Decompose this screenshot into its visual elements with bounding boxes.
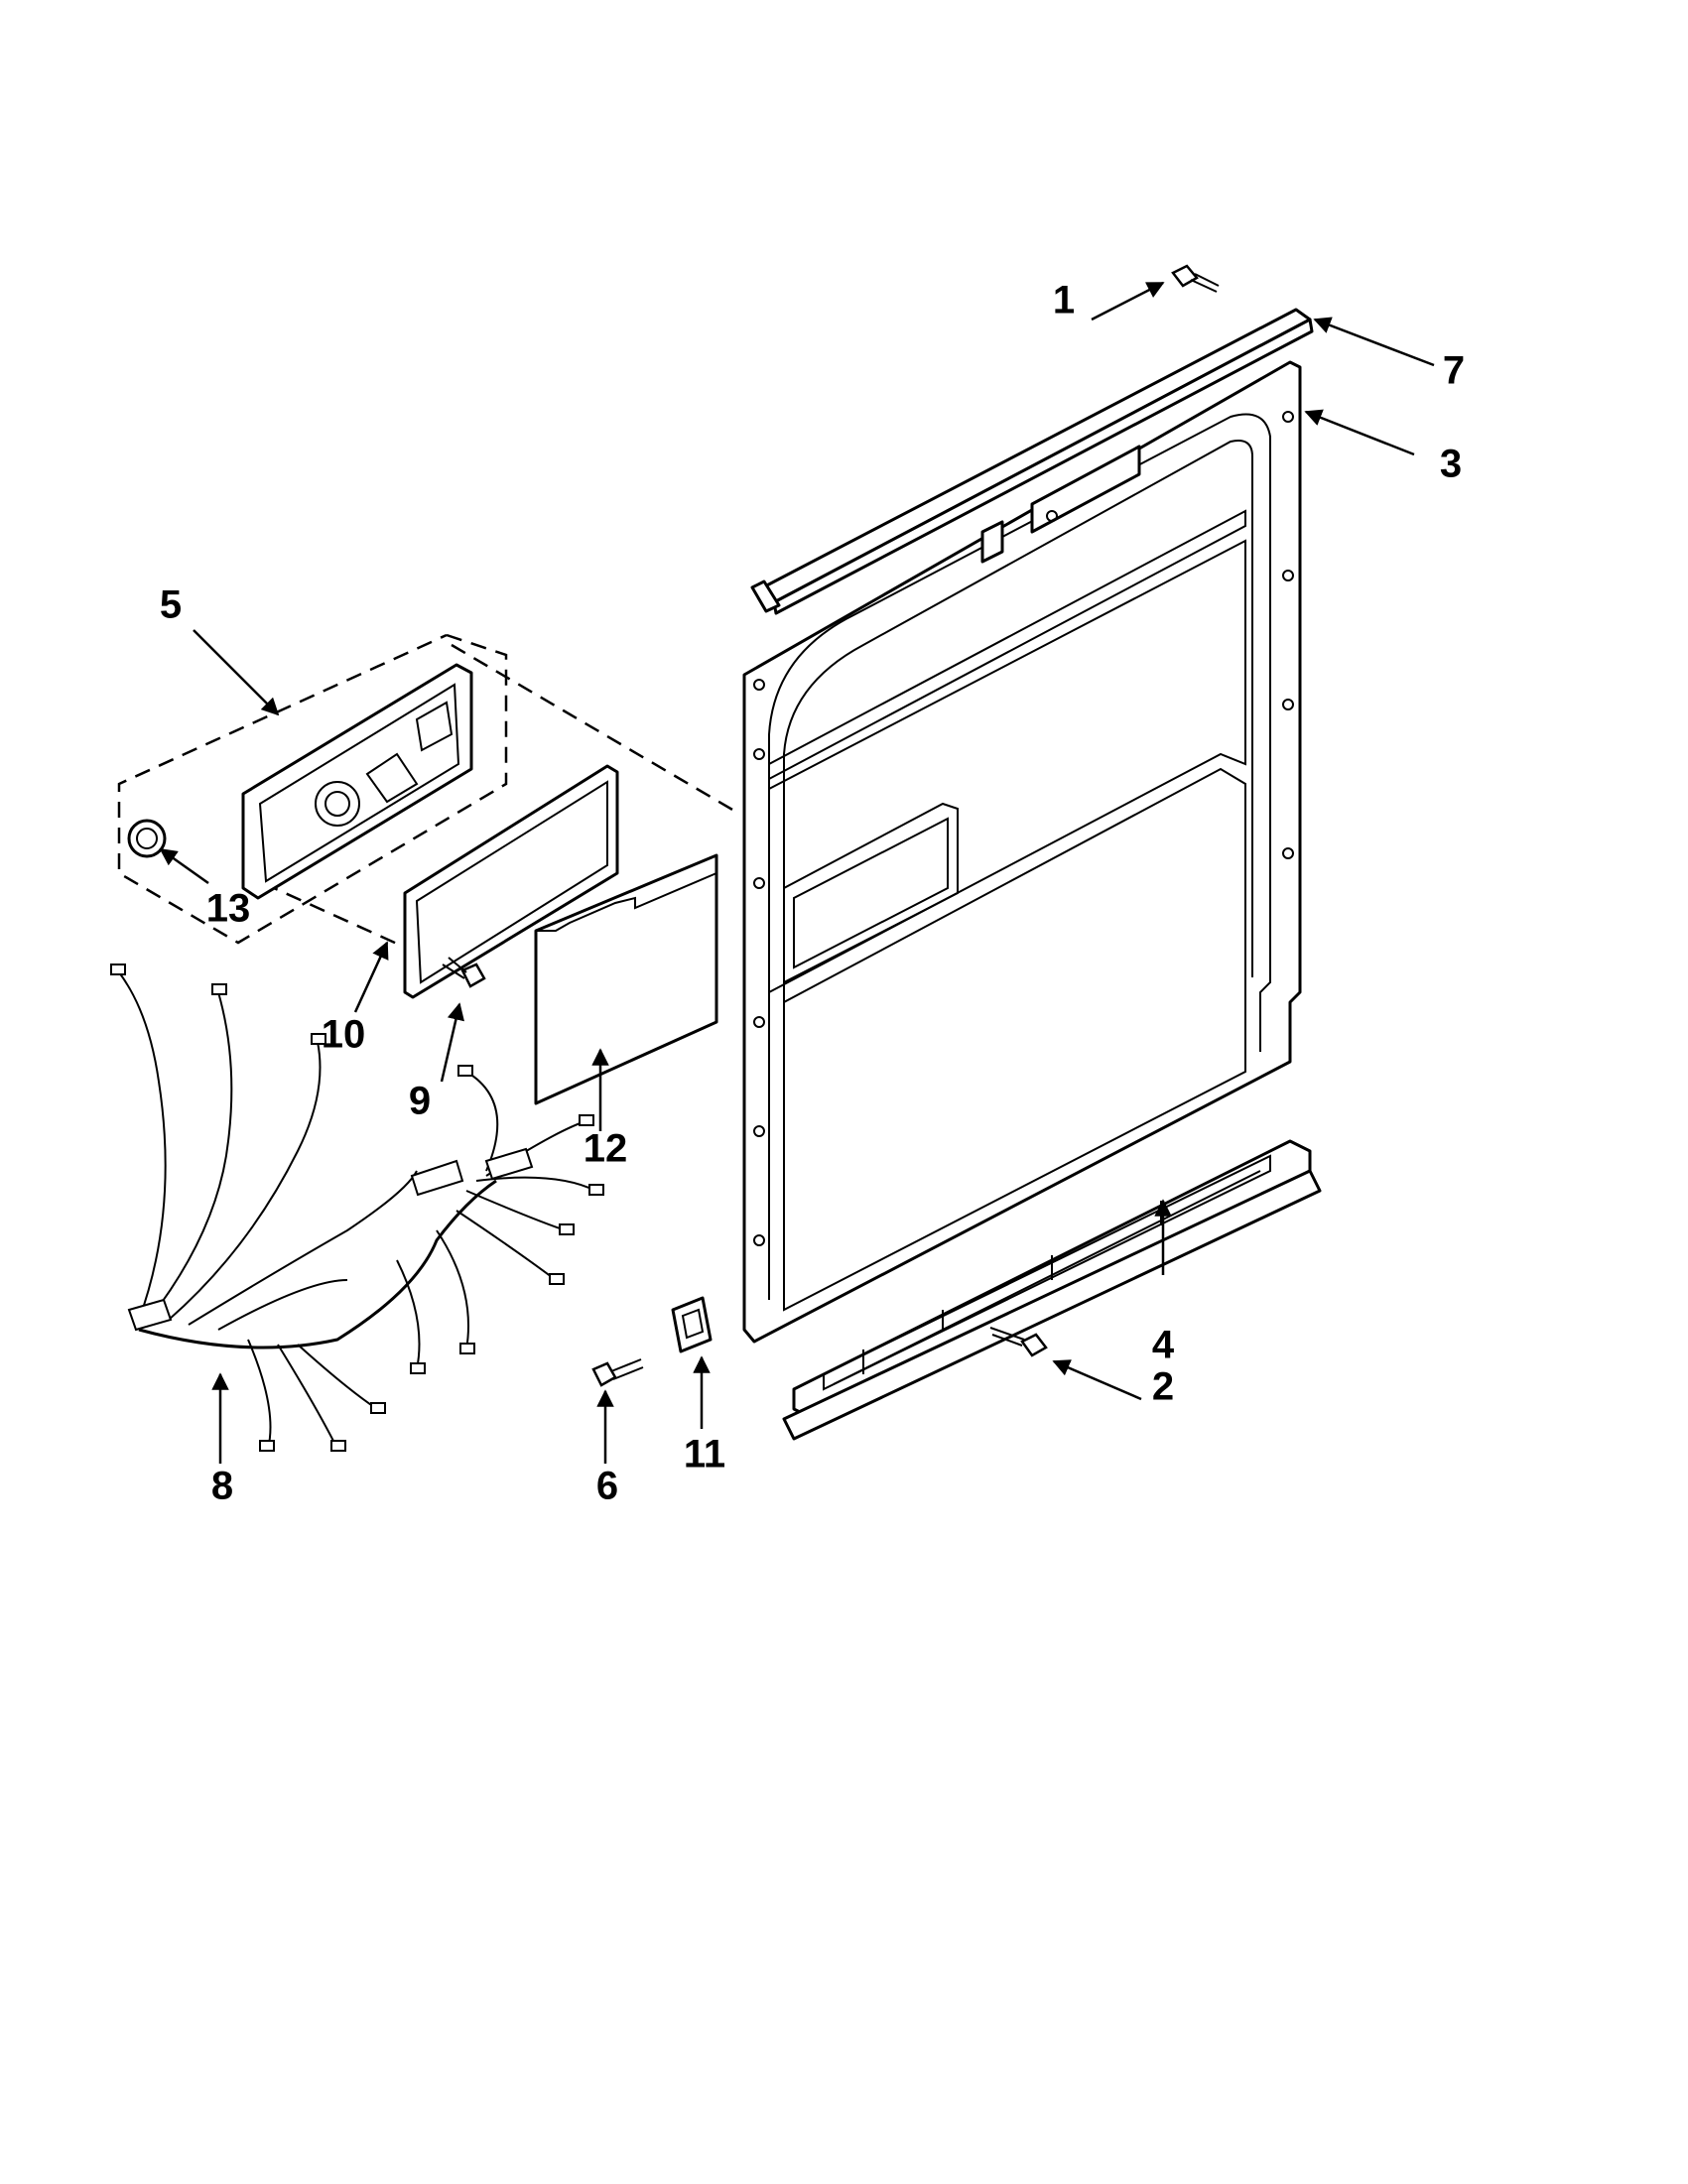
callout-8: 8 <box>211 1465 233 1508</box>
callout-11: 11 <box>684 1433 725 1477</box>
control-knob <box>127 819 167 858</box>
callout-4: 4 <box>1152 1324 1175 1367</box>
callout-1: 1 <box>1053 279 1075 322</box>
leader-9 <box>440 1002 464 1083</box>
callout-7: 7 <box>1443 349 1465 393</box>
leader-5 <box>193 629 280 716</box>
leader-7 <box>1313 317 1435 367</box>
bottom-screw <box>989 1327 1048 1357</box>
leader-3 <box>1304 409 1415 456</box>
callout-13: 13 <box>206 887 251 931</box>
callout-5: 5 <box>160 583 182 627</box>
bottom-trim-bar <box>782 1139 1322 1441</box>
top-trim-strip <box>750 308 1314 615</box>
callout-9: 9 <box>409 1080 431 1123</box>
callout-2: 2 <box>1152 1365 1174 1409</box>
console-gasket <box>403 764 619 999</box>
callout-10: 10 <box>322 1013 366 1057</box>
leader-1 <box>1091 281 1165 321</box>
callout-labels: 1 2 3 4 5 6 7 8 9 10 11 12 13 <box>160 279 1465 1508</box>
wire-harness <box>110 964 604 1452</box>
gasket-screw <box>442 957 486 988</box>
hinge-bracket <box>671 1296 713 1353</box>
callout-6: 6 <box>596 1465 618 1508</box>
leader-2 <box>1052 1359 1142 1401</box>
leader-10 <box>353 941 389 1013</box>
top-screw <box>1171 264 1220 293</box>
outer-door-panel <box>742 360 1302 1344</box>
callout-12: 12 <box>584 1127 628 1171</box>
leader-lines <box>159 281 1435 1464</box>
console-housing <box>117 633 740 955</box>
bracket-screw <box>591 1358 644 1387</box>
leader-13 <box>159 847 209 885</box>
insulation-sheet <box>534 853 718 1105</box>
callout-3: 3 <box>1440 443 1462 486</box>
